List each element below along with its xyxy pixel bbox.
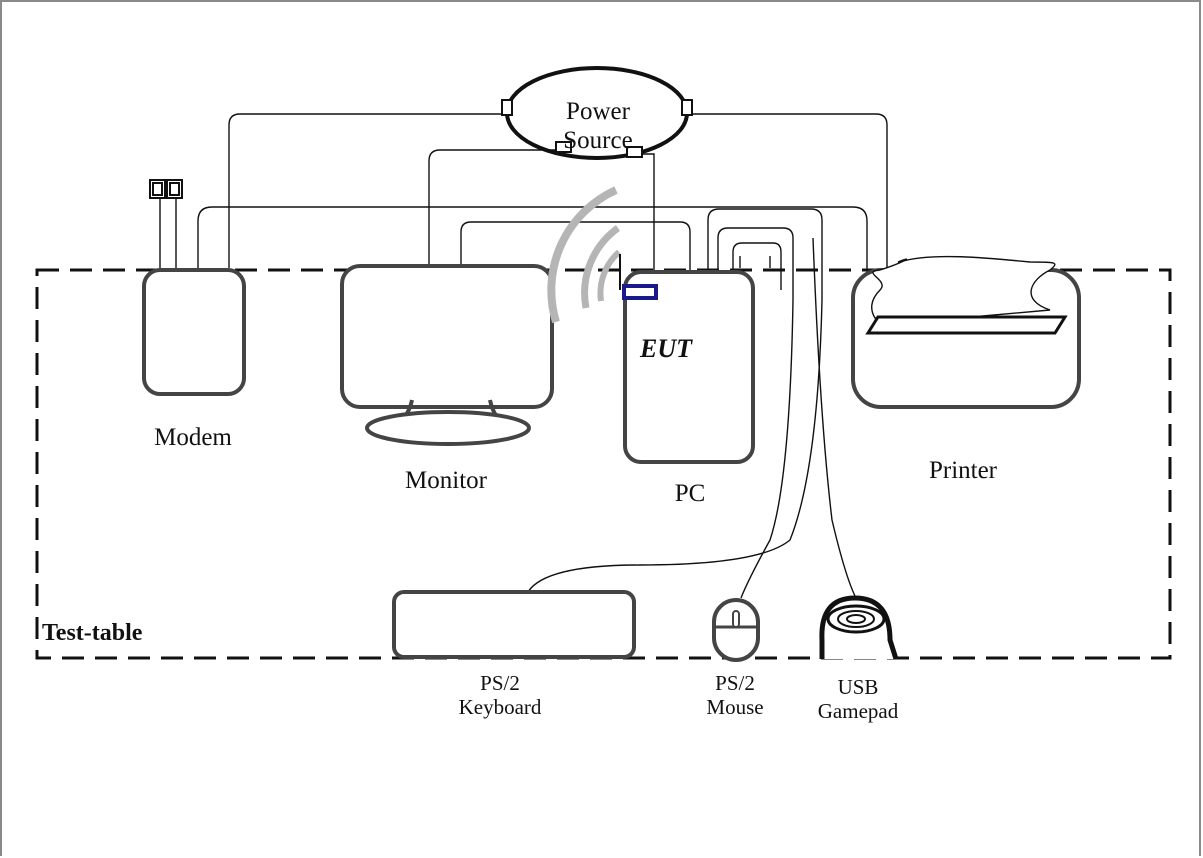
power-source-label-line1: Power: [566, 98, 630, 125]
cable-power-modem: [228, 113, 502, 268]
keyboard-label-line1: PS/2: [480, 671, 520, 695]
monitor-label: Monitor: [405, 467, 487, 494]
pc-device: [623, 270, 755, 464]
printer-label: Printer: [928, 457, 998, 484]
power-plug-right: [681, 99, 693, 116]
keyboard-device: [392, 590, 636, 659]
pc-label: PC: [674, 480, 706, 507]
printer-paper-slot: [865, 315, 1068, 335]
cable-modem-printer: [197, 206, 868, 270]
wireless-signal-icon: [547, 186, 622, 324]
eut-label: EUT: [640, 334, 692, 363]
test-table-label: Test-table: [42, 620, 143, 646]
cable-power-pc: [642, 153, 655, 272]
gamepad-icon: [819, 595, 899, 660]
gamepad-label-line2: Gamepad: [817, 699, 899, 724]
modem-device: [142, 268, 246, 396]
phone-jack-icon: [149, 179, 183, 199]
mouse-icon: [712, 598, 760, 662]
cable-power-monitor: [428, 149, 556, 266]
cable-pc-gamepad-2: [812, 237, 856, 597]
eut-wireless-module: [622, 284, 658, 300]
monitor-screen: [340, 264, 554, 409]
monitor-base: [365, 410, 531, 446]
cable-pc-mouse: [717, 227, 794, 599]
printer-paper: [871, 255, 1056, 319]
mouse-label-line1: PS/2: [715, 671, 755, 695]
cable-pc-keyboard: [527, 208, 823, 593]
power-plug-left: [501, 99, 513, 116]
gamepad-label-line1: USB: [837, 675, 879, 699]
power-plug-bottom-left: [555, 141, 572, 153]
keyboard-label-line2: Keyboard: [458, 695, 542, 720]
cable-pc-gamepad: [732, 242, 782, 290]
cable-power-printer: [692, 113, 888, 270]
power-source-label-line2: Source: [563, 126, 633, 154]
modem-label: Modem: [154, 424, 232, 451]
power-plug-bottom-right: [626, 146, 643, 158]
mouse-label-line2: Mouse: [706, 695, 764, 720]
